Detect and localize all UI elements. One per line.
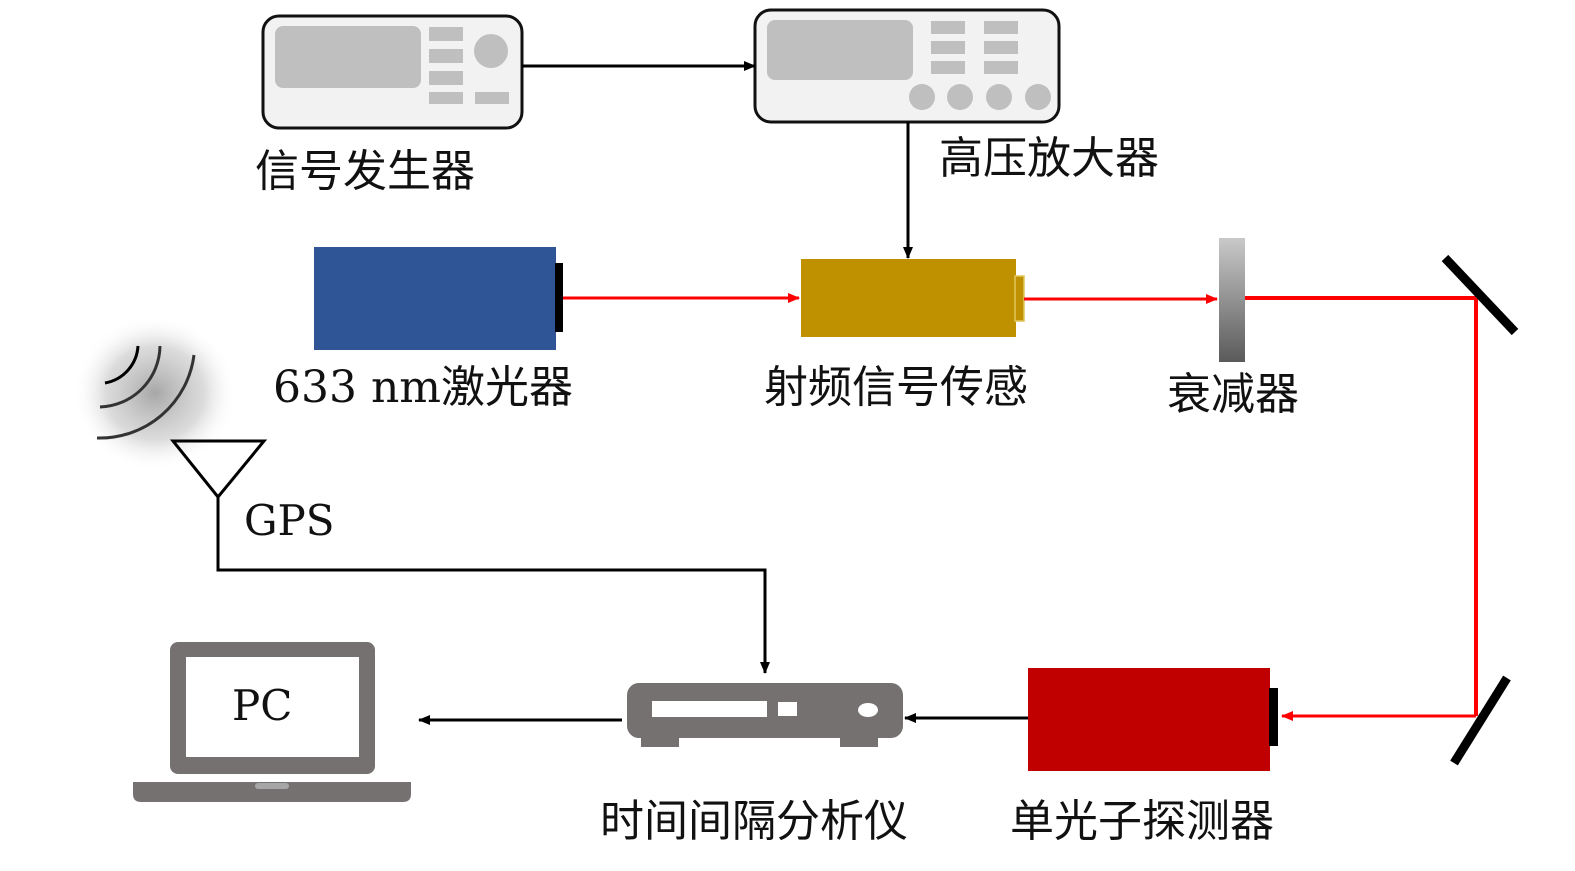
rf-sensor-label: 射频信号传感: [764, 362, 1028, 413]
attenuator-icon: [1219, 238, 1245, 362]
laptop-icon: [133, 642, 411, 802]
gps-label: GPS: [244, 496, 335, 545]
signal-generator-icon: [261, 14, 524, 130]
laser-label: 633 nm激光器: [273, 362, 574, 413]
photon-detector-icon: [1028, 668, 1278, 771]
time-interval-analyzer-label: 时间间隔分析仪: [600, 796, 908, 847]
single-photon-detector-label: 单光子探测器: [1010, 796, 1274, 847]
amplifier-icon: [753, 8, 1061, 124]
rf-sensor-icon: [801, 259, 1025, 337]
laser-icon: [314, 247, 563, 350]
analyzer-icon: [627, 683, 903, 747]
signal-generator-label: 信号发生器: [255, 146, 475, 197]
antenna-icon: [169, 439, 268, 500]
wireless-signal-icon: [73, 315, 237, 471]
hv-amplifier-label: 高压放大器: [939, 133, 1159, 184]
mirror-icon: [1441, 254, 1519, 336]
attenuator-label: 衰减器: [1167, 369, 1299, 420]
pc-label: PC: [232, 681, 293, 730]
gps-to-analyzer-arrow: [216, 497, 770, 674]
mirror-icon: [1450, 675, 1511, 766]
